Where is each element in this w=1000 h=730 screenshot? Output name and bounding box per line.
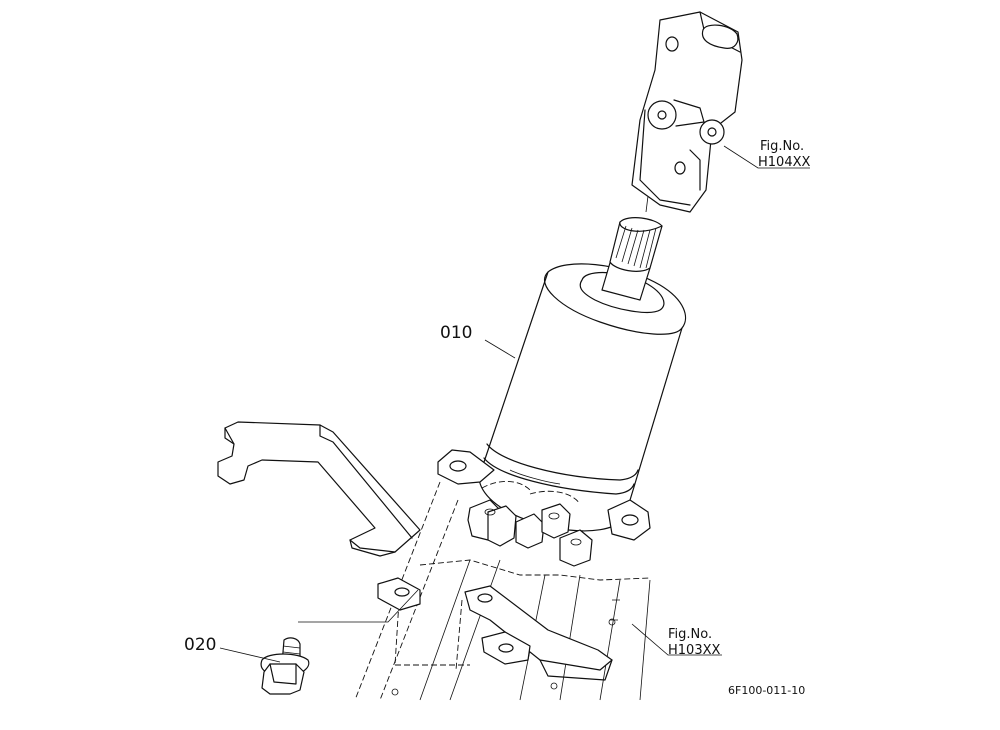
steering-unit-010	[437, 217, 687, 567]
bracket-arm	[217, 421, 421, 557]
drawing-code: 6F100-011-10	[728, 684, 805, 697]
universal-joint	[631, 11, 743, 213]
callout-020: 020	[184, 635, 216, 655]
leader-lines	[219, 145, 810, 663]
mount-brackets	[377, 577, 613, 681]
callout-010: 010	[440, 323, 472, 343]
ref-bottom-label: Fig.No.	[668, 627, 712, 642]
ref-bottom-figure: H103XX	[668, 643, 720, 658]
ref-top-figure: H104XX	[758, 155, 810, 170]
ref-top-label: Fig.No.	[760, 139, 804, 154]
bolt-washer-020	[260, 637, 310, 695]
